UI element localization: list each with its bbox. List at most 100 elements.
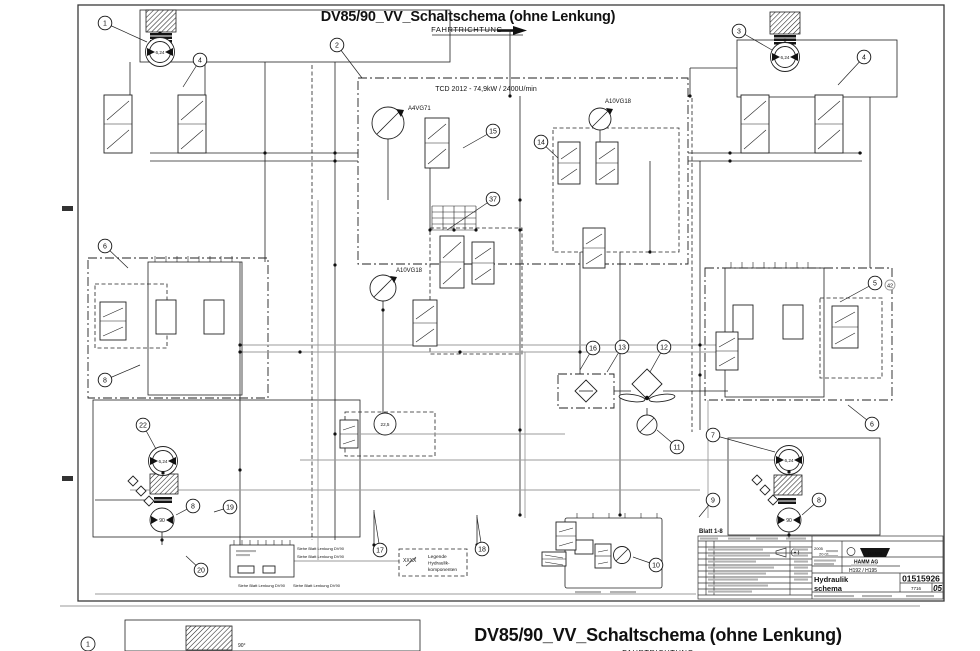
- callout-number-15: 15: [489, 128, 497, 135]
- fine-print-bar: [708, 572, 766, 575]
- valve-arrow: [415, 328, 435, 343]
- fan-motor: [636, 414, 658, 436]
- callout-circle-13: [614, 339, 630, 355]
- valve-arrow: [817, 129, 841, 150]
- valve-arrow: [427, 123, 447, 140]
- callout-number-2: 2: [335, 42, 339, 49]
- svg-text:6,24: 6,24: [156, 50, 165, 55]
- junction-dot: [160, 538, 164, 542]
- company-name: HAMM AG: [854, 560, 878, 566]
- callout-number-8: 8: [191, 503, 195, 510]
- svg-text:6,24: 6,24: [781, 55, 790, 60]
- fine-print-bar: [700, 537, 718, 540]
- fine-print-bar: [826, 550, 838, 553]
- callout-leader: [104, 22, 148, 43]
- svg-text:A10VG18: A10VG18: [396, 268, 423, 274]
- callout-number-6: 6: [103, 243, 107, 250]
- svg-text:90°: 90°: [238, 643, 246, 649]
- junction-dot: [381, 308, 385, 312]
- callout-number-18: 18: [478, 546, 486, 553]
- junction-dot: [458, 350, 462, 354]
- callout-circle-14: [533, 134, 549, 150]
- fine-print-bar: [794, 554, 808, 557]
- fine-print-bar: [794, 560, 808, 563]
- callout-circle-12: [656, 339, 672, 355]
- callout-circle-10: [648, 557, 664, 573]
- svg-text:Siehe Blatt Lenkung DV90: Siehe Blatt Lenkung DV90: [293, 583, 341, 588]
- direction-label: FAHRTRICHTUNG: [431, 25, 503, 34]
- callout-circle-7: [705, 427, 721, 443]
- valve-arrow: [102, 307, 124, 318]
- valve-arrow: [817, 100, 841, 121]
- callout-circle-6: [97, 238, 113, 254]
- valve-arrow: [106, 100, 130, 121]
- valve-arrow: [180, 100, 204, 121]
- junction-dot: [578, 350, 582, 354]
- svg-text:Siehe Blatt Lenkung DV90: Siehe Blatt Lenkung DV90: [297, 554, 345, 559]
- drawing-number: 01515926: [902, 574, 940, 584]
- drive-motor-right: 90: [776, 507, 802, 533]
- fine-print-bar: [610, 591, 636, 594]
- junction-dot: [158, 31, 162, 35]
- callout-circle-8: [185, 498, 201, 514]
- callout-circle-1: [97, 15, 113, 31]
- callout-circle-8: [97, 372, 113, 388]
- page-title: DV85/90_VV_Schaltschema (ohne Lenkung): [321, 9, 616, 25]
- callout-circle-22: [135, 417, 151, 433]
- model-number: H192 / H195: [849, 568, 877, 574]
- fine-print-bar: [786, 537, 806, 540]
- callout-number-10: 10: [652, 562, 660, 569]
- callout-number-7: 7: [711, 432, 715, 439]
- oil-cooler: [574, 368, 663, 403]
- footer-callout: 1: [86, 642, 90, 649]
- callout-number-12: 12: [660, 344, 668, 351]
- valve-arrow: [415, 305, 435, 320]
- fine-print-bar: [826, 555, 838, 558]
- callout-number-5: 5: [873, 280, 877, 287]
- callout-circle-11: [669, 439, 685, 455]
- junction-dot: [518, 228, 522, 232]
- valve-arrow: [834, 332, 856, 345]
- footer-strip: 1 90° DV85/90_VV_Schaltschema (ohne Lenk…: [60, 605, 920, 651]
- valve-arrow: [585, 253, 603, 265]
- valve-arrow: [544, 554, 564, 559]
- callout-number-3: 3: [737, 28, 741, 35]
- callout-circle-19: [222, 499, 238, 515]
- valve-arrow: [544, 561, 564, 566]
- junction-dot: [161, 471, 165, 475]
- junction-dot: [333, 159, 337, 163]
- junction-dot: [333, 432, 337, 436]
- callout-circle-9: [705, 492, 721, 508]
- callout-number-9: 9: [711, 497, 715, 504]
- callout-number-8: 8: [103, 377, 107, 384]
- valve-arrow: [342, 439, 356, 445]
- valve-arrow: [427, 148, 447, 165]
- sheet-header: DV85/90_VV_Schaltschema (ohne Lenkung) F…: [321, 9, 616, 36]
- callout-number-1: 1: [103, 20, 107, 27]
- doc-title-1: Hydraulik: [814, 575, 849, 584]
- svg-text:2005: 2005: [814, 546, 824, 551]
- valve-arrow: [442, 267, 462, 285]
- junction-dot: [298, 350, 302, 354]
- callout-circle-20: [193, 562, 209, 578]
- drawing-frame: [62, 4, 945, 602]
- valve-arrow: [834, 311, 856, 324]
- callout-circle-3: [731, 23, 747, 39]
- fine-print-bar: [814, 595, 854, 598]
- charge-pump: 22,5: [373, 412, 397, 436]
- junction-dot: [618, 513, 622, 517]
- svg-text:HAMM: HAMM: [868, 551, 882, 556]
- fine-print-bar: [708, 566, 774, 569]
- fine-print-bar: [236, 554, 250, 557]
- valve-arrow: [342, 425, 356, 431]
- svg-text:22,5: 22,5: [381, 422, 390, 427]
- filter-chain-left: [127, 475, 155, 507]
- junction-dot: [518, 513, 522, 517]
- footer-direction-label: FAHRTRICHTUNG: [622, 648, 694, 651]
- callout-leader: [446, 198, 494, 231]
- fine-print-bar: [236, 550, 256, 553]
- junction-dot: [238, 343, 242, 347]
- callout-circle-5: [867, 275, 883, 291]
- junction-dot: [787, 470, 791, 474]
- svg-text:A10VG18: A10VG18: [605, 99, 632, 105]
